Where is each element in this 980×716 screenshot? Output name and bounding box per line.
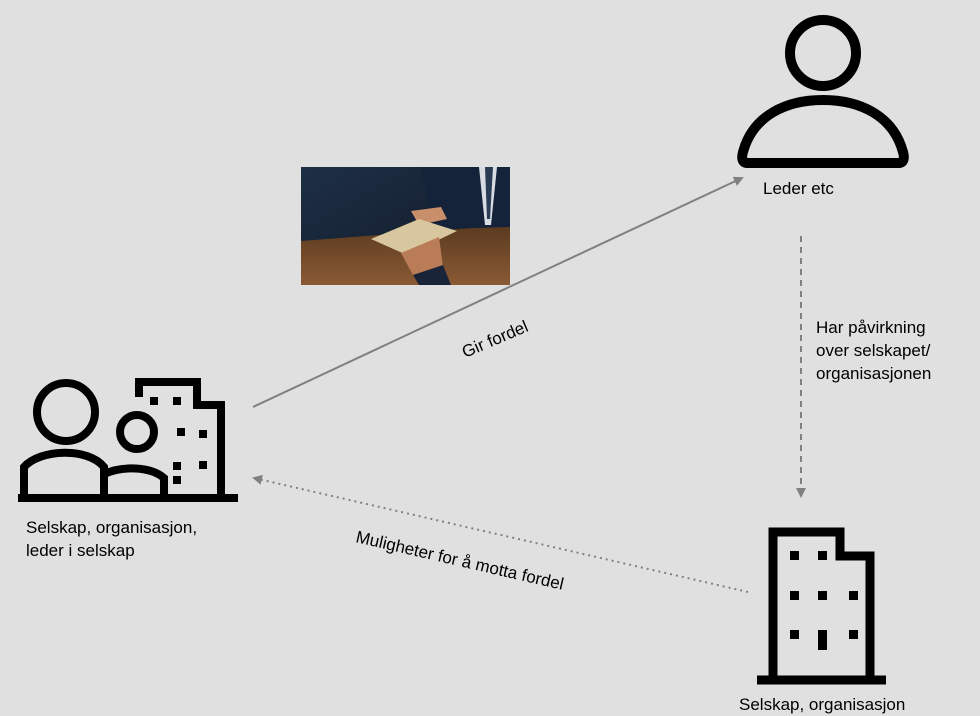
- node-label-company-person-line2: leder i selskap: [26, 541, 135, 560]
- edge-label-influence-line2: over selskapet/: [816, 341, 931, 360]
- edge-label-influence-line1: Har påvirkning: [816, 318, 926, 337]
- edge-label-gives-benefit: Gir fordel: [459, 317, 531, 362]
- person-icon: [737, 15, 909, 168]
- node-label-leader: Leder etc: [763, 179, 834, 198]
- node-label-company-person-line1: Selskap, organisasjon,: [26, 518, 198, 537]
- node-label-company: Selskap, organisasjon: [739, 695, 906, 714]
- building-icon: [757, 527, 886, 685]
- edge-label-influence-line3: organisasjonen: [816, 364, 932, 383]
- arrow-gives-benefit: [252, 176, 744, 408]
- building-windows-right: [790, 551, 858, 650]
- building-windows-left: [150, 397, 207, 484]
- arrow-opportunity: [252, 474, 749, 593]
- envelope-handover-photo: [301, 167, 510, 285]
- edge-label-opportunity: Muligheter for å motta fordel: [354, 527, 565, 593]
- person-building-icon: [18, 378, 238, 502]
